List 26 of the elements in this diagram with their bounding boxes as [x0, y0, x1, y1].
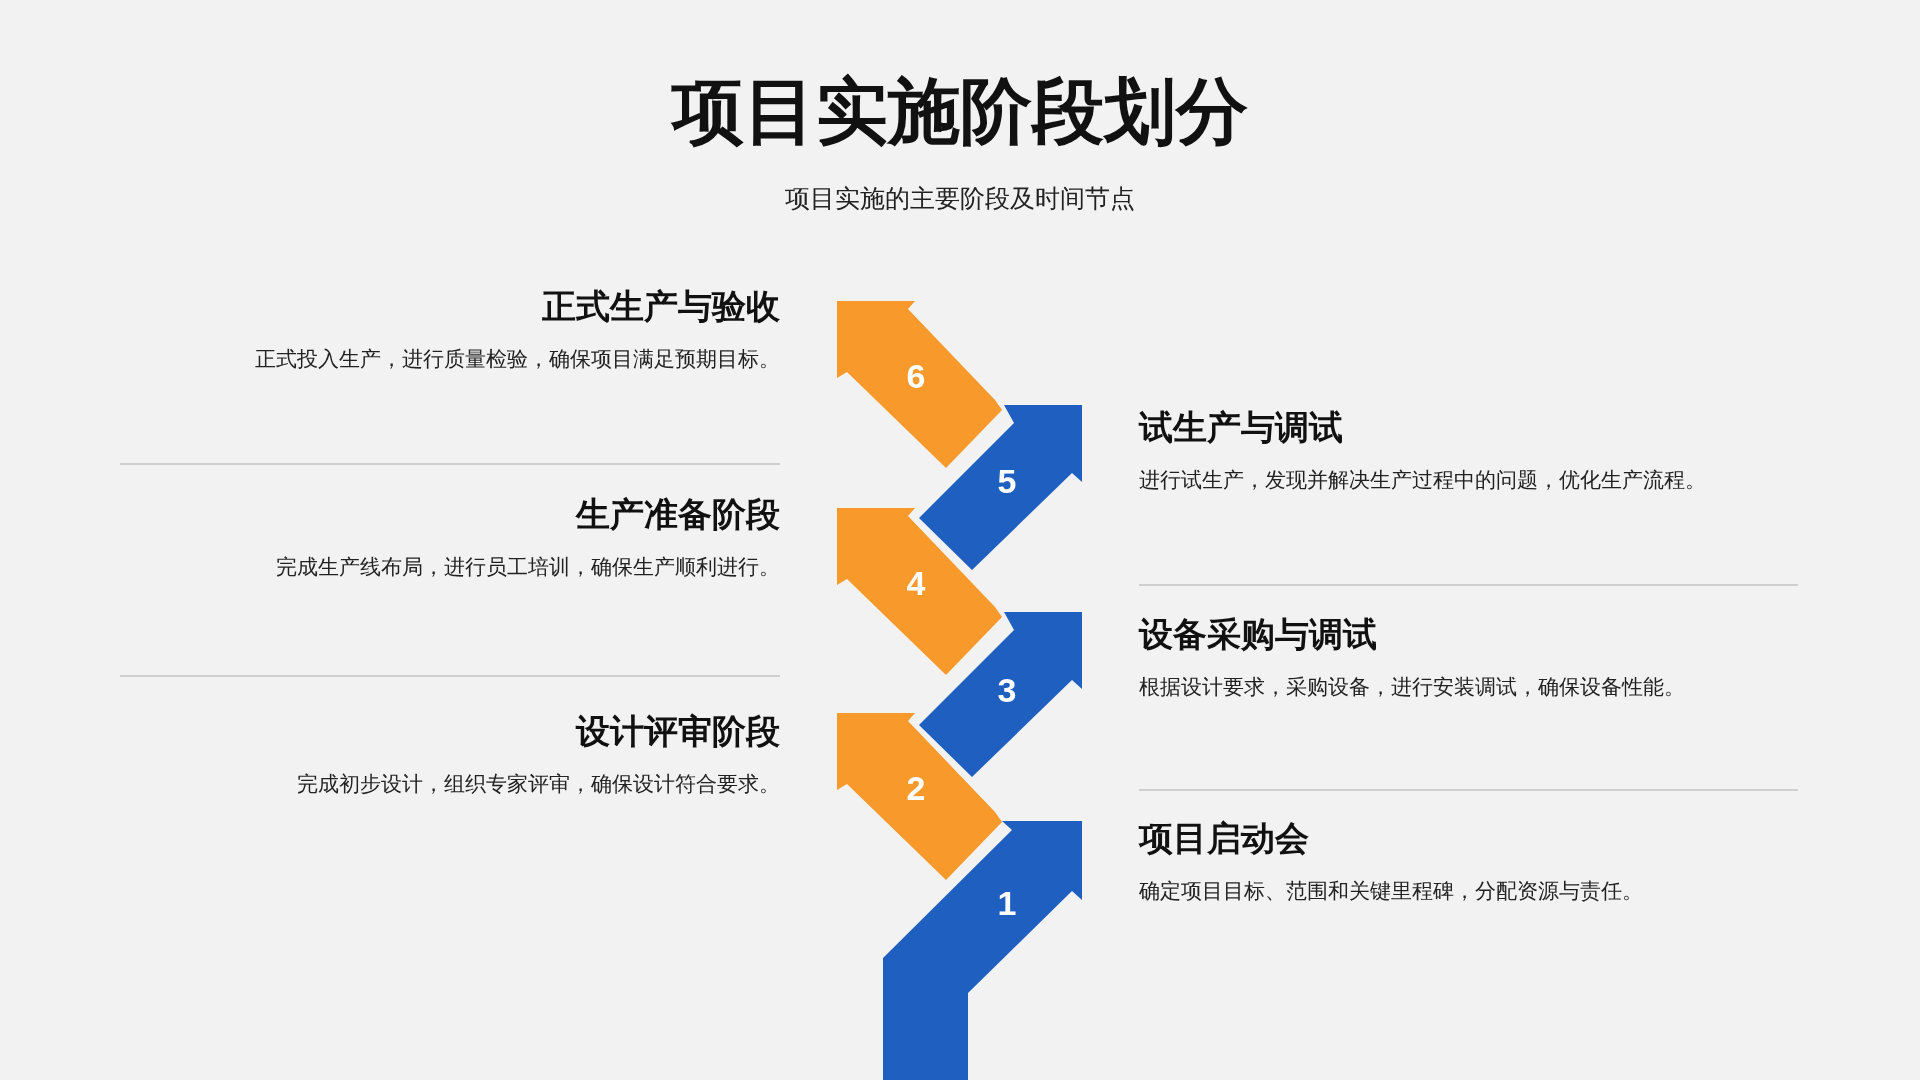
step-number: 5 — [996, 461, 1018, 501]
stage-description: 正式投入生产，进行质量检验，确保项目满足预期目标。 — [255, 346, 780, 373]
stage-heading: 正式生产与验收 — [542, 285, 780, 328]
stage-description: 完成生产线布局，进行员工培训，确保生产顺利进行。 — [276, 554, 780, 581]
stage-description: 完成初步设计，组织专家评审，确保设计符合要求。 — [297, 771, 780, 798]
stage-description: 进行试生产，发现并解决生产过程中的问题，优化生产流程。 — [1139, 467, 1706, 494]
arrow-shape — [919, 612, 1082, 777]
stage-heading: 试生产与调试 — [1139, 406, 1343, 449]
stage-heading: 生产准备阶段 — [576, 493, 780, 536]
stage-description: 根据设计要求，采购设备，进行安装调试，确保设备性能。 — [1139, 674, 1685, 701]
step-number: 3 — [996, 670, 1018, 710]
step-number: 1 — [996, 883, 1018, 923]
stage-heading: 项目启动会 — [1139, 817, 1309, 860]
arrow-shape — [883, 821, 1082, 1080]
step-number: 6 — [905, 356, 927, 396]
step-number: 2 — [905, 768, 927, 808]
arrow-shape — [837, 713, 1002, 880]
arrow-shape — [919, 405, 1082, 570]
stage-heading: 设备采购与调试 — [1139, 613, 1377, 656]
arrow-shape — [837, 301, 1002, 468]
stage-description: 确定项目目标、范围和关键里程碑，分配资源与责任。 — [1139, 878, 1643, 905]
stage-heading: 设计评审阶段 — [576, 710, 780, 753]
step-number: 4 — [905, 563, 927, 603]
arrow-shape — [837, 508, 1002, 675]
title: 项目实施阶段划分 — [670, 68, 1249, 155]
subtitle: 项目实施的主要阶段及时间节点 — [784, 183, 1136, 215]
